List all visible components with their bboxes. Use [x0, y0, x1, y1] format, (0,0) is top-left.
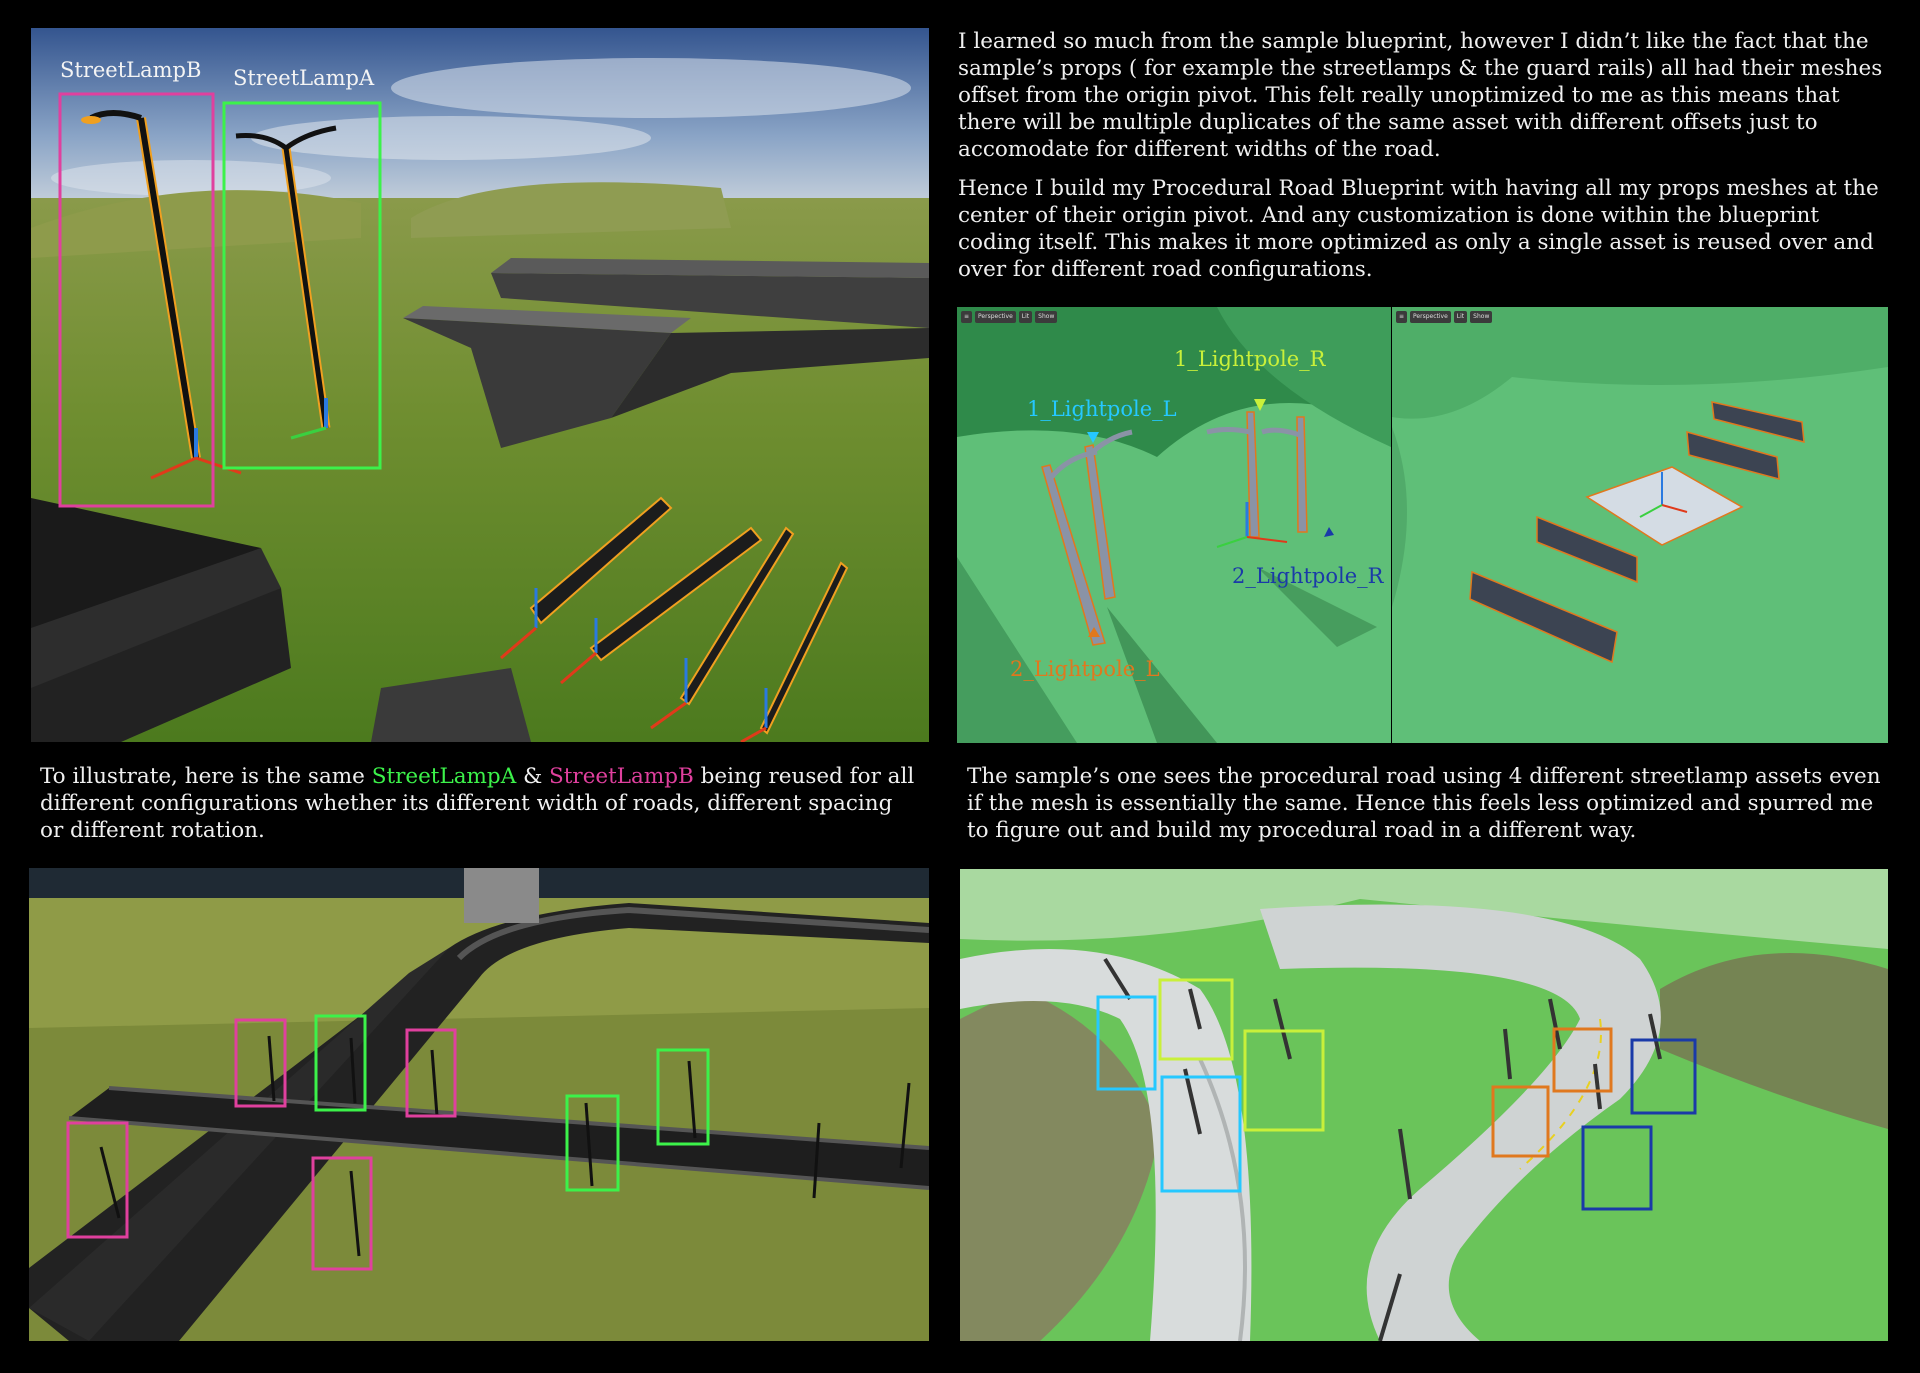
viewport-lit-button[interactable]: Lit: [1018, 311, 1033, 323]
viewport-toolbar[interactable]: ≡ Perspective Lit Show: [961, 311, 1058, 323]
streetlamp-b-mention: StreetLampB: [549, 764, 694, 789]
highway-configuration-image: [29, 868, 929, 1341]
streetlamp-a-label: StreetLampA: [233, 66, 375, 90]
illustration-text-before: To illustrate, here is the same: [40, 764, 372, 789]
illustration-text-after: being reused for all different configura…: [40, 764, 915, 843]
lightpole-1-r-label: 1_Lightpole_R: [1174, 347, 1326, 371]
highway-configuration-panel: [29, 868, 929, 1341]
ampersand: &: [516, 764, 550, 789]
viewport-right-perspective-button[interactable]: Perspective: [1410, 311, 1451, 323]
sample-comparison-paragraph: The sample’s one sees the procedural roa…: [967, 764, 1881, 843]
sample-road-panel: [960, 869, 1888, 1341]
viewport-right-menu-button[interactable]: ≡: [1396, 311, 1408, 323]
lightpole-2-l-label: 2_Lightpole_L: [1010, 657, 1160, 681]
sample-comparison-text: The sample’s one sees the procedural roa…: [967, 763, 1887, 844]
guardrail-viewport: ≡ Perspective Lit Show: [1392, 307, 1888, 743]
lightpole-2-r-label: 2_Lightpole_R: [1232, 564, 1384, 588]
streetlamp-scene-panel: StreetLampB StreetLampA: [31, 28, 929, 742]
lightpole-viewport: ≡ Perspective Lit Show 1_Lightpole_R 1_L…: [957, 307, 1391, 743]
viewport-perspective-button[interactable]: Perspective: [975, 311, 1016, 323]
intro-paragraph-1: I learned so much from the sample bluepr…: [958, 29, 1883, 162]
viewport-menu-button[interactable]: ≡: [961, 311, 973, 323]
lightpole-1-l-label: 1_Lightpole_L: [1027, 397, 1177, 421]
illustration-text: To illustrate, here is the same StreetLa…: [40, 763, 920, 844]
streetlamp-scene-image: [31, 28, 929, 742]
viewport-right-lit-button[interactable]: Lit: [1453, 311, 1468, 323]
streetlamp-b-label: StreetLampB: [60, 58, 202, 82]
streetlamp-a-mention: StreetLampA: [371, 764, 517, 789]
intro-text: I learned so much from the sample bluepr…: [958, 28, 1888, 283]
viewport-right-show-button[interactable]: Show: [1470, 311, 1493, 323]
guardrail-viewport-image: [1392, 307, 1888, 743]
viewport-toolbar-right[interactable]: ≡ Perspective Lit Show: [1396, 311, 1493, 323]
intro-paragraph-2: Hence I build my Procedural Road Bluepri…: [958, 176, 1879, 282]
sample-road-image: [960, 869, 1888, 1341]
lightpole-viewport-image: [957, 307, 1391, 743]
viewport-show-button[interactable]: Show: [1035, 311, 1058, 323]
